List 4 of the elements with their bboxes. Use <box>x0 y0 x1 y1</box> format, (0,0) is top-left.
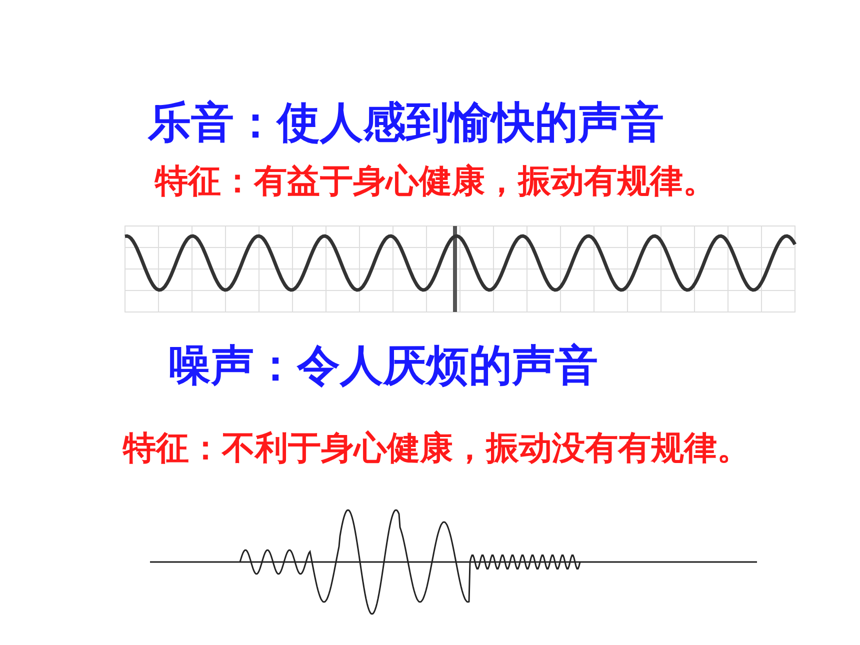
heading: 乐音：使人感到愉快的声音 <box>148 100 664 148</box>
heading: 噪声：令人厌烦的声音 <box>168 343 598 390</box>
feature-text: 特征：不利于身心健康，振动没有有规律。 <box>123 430 750 466</box>
feature-text: 特征：有益于身心健康，振动有规律。 <box>155 163 716 200</box>
